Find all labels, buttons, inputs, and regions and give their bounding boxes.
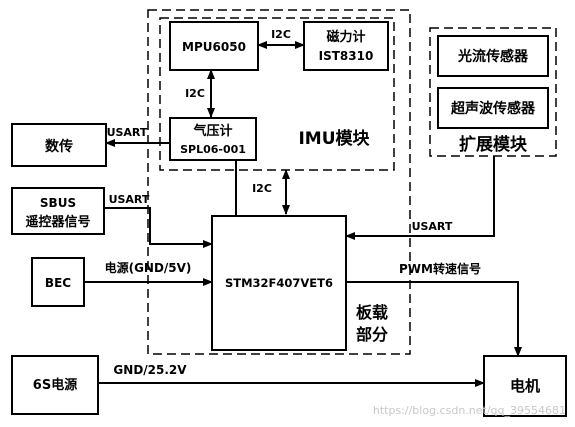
usart-telemetry-label: USART bbox=[107, 126, 148, 139]
power-label: 电源(GND/5V) bbox=[105, 260, 192, 275]
board-section-label: 板载 bbox=[356, 303, 388, 322]
i2c-mpu-mag-label: I2C bbox=[271, 28, 291, 41]
battery-label: 6S电源 bbox=[33, 377, 77, 393]
bec-label: BEC bbox=[45, 276, 71, 290]
mpu6050-label: MPU6050 bbox=[182, 40, 246, 54]
imu-module-label: IMU模块 bbox=[298, 128, 370, 149]
magnetometer-box bbox=[303, 21, 389, 71]
usart-sbus-link bbox=[104, 207, 213, 248]
magnetometer-label: 磁力计 bbox=[326, 29, 365, 45]
remote-signal-label: 遥控器信号 bbox=[25, 214, 90, 230]
magnetometer-model-label: IST8310 bbox=[319, 49, 374, 63]
sbus-label: SBUS bbox=[40, 196, 76, 210]
mcu-label: STM32F407VET6 bbox=[225, 276, 333, 290]
mpu6050-box bbox=[169, 21, 259, 71]
battery-power-label: GND/25.2V bbox=[113, 363, 187, 377]
usart-sbus-label: USART bbox=[109, 193, 150, 206]
board-section-frame bbox=[147, 9, 411, 355]
optical-flow-label: 光流传感器 bbox=[457, 48, 529, 65]
ultrasonic-label: 超声波传感器 bbox=[450, 100, 536, 117]
usart-ext-link bbox=[345, 156, 495, 240]
battery-box bbox=[11, 355, 99, 415]
board-section-label-2: 部分 bbox=[356, 325, 388, 344]
i2c-mpu-baro-label: I2C bbox=[185, 87, 205, 100]
barometer-box bbox=[169, 117, 257, 161]
optical-flow-box bbox=[437, 35, 549, 77]
imu-module-frame bbox=[159, 17, 395, 171]
barometer-label: 气压计 bbox=[193, 123, 232, 139]
pwm-label: PWM转速信号 bbox=[399, 261, 481, 276]
i2c-imu-mcu-label: I2C bbox=[252, 182, 272, 195]
telemetry-label: 数传 bbox=[45, 138, 73, 155]
motor-label: 电机 bbox=[510, 377, 540, 395]
pwm-link bbox=[346, 281, 522, 357]
usart-ext-label: USART bbox=[412, 220, 453, 233]
barometer-model-label: SPL06-001 bbox=[180, 143, 246, 156]
telemetry-box bbox=[11, 123, 107, 167]
sbus-box bbox=[11, 187, 105, 235]
extension-module-label: 扩展模块 bbox=[459, 134, 528, 155]
mcu-box bbox=[211, 215, 347, 351]
watermark: https://blog.csdn.net/qq_39554681 bbox=[373, 404, 566, 417]
bec-box bbox=[31, 257, 85, 307]
motor-box bbox=[483, 355, 567, 417]
ultrasonic-box bbox=[437, 87, 549, 129]
